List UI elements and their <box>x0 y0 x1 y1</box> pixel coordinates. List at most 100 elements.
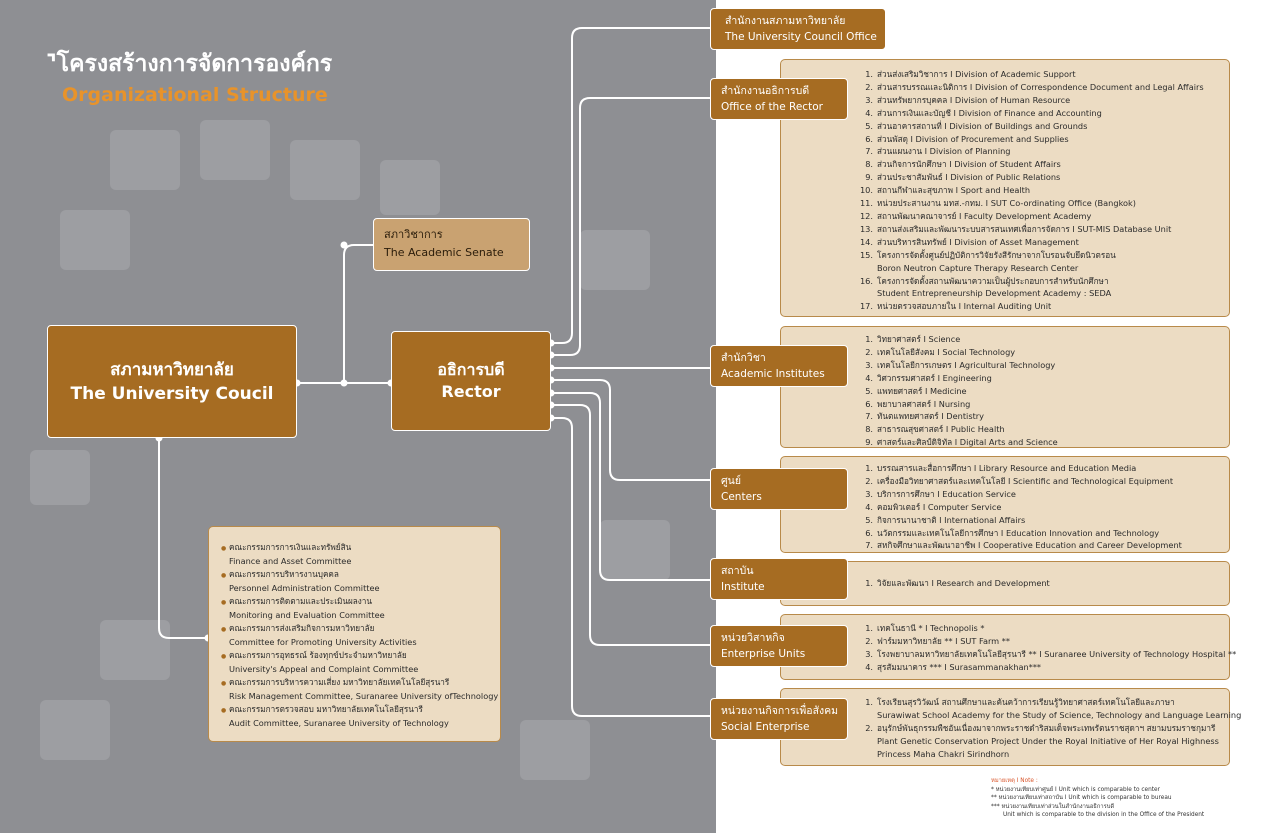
rector-thai-label: อธิการบดี <box>437 360 505 379</box>
list-item: 17.หน่วยตรวจสอบภายใน I Internal Auditing… <box>859 300 1229 313</box>
institute-link <box>551 392 710 581</box>
rector-box: อธิการบดี Rector <box>391 331 551 431</box>
institute-box: สถาบัน Institute <box>710 558 848 600</box>
social-english-label: Social Enterprise <box>721 721 810 733</box>
list-item: 2.เทคโนโลยีสังคม I Social Technology <box>859 346 1229 359</box>
list-item: 3.เทคโนโลยีการเกษตร I Agricultural Techn… <box>859 359 1229 372</box>
senate-link <box>343 244 373 383</box>
item-text: บรรณสารและสื่อการศึกษา I Library Resourc… <box>877 463 1137 473</box>
item-text: ส่วนกิจการนักศึกษา I Division of Student… <box>877 159 1061 170</box>
social-thai-label: หน่วยงานกิจการเพื่อสังคม <box>721 705 839 717</box>
enterprise-box: หน่วยวิสาหกิจ Enterprise Units <box>710 625 848 667</box>
item-text: แพทยศาสตร์ I Medicine <box>877 385 967 396</box>
item-subtext: Surawiwat School Academy for the Study o… <box>877 709 1242 720</box>
list-item: 2.เครื่องมือวิทยาศาสตร์และเทคโนโลยี I Sc… <box>859 475 1229 488</box>
institute-list: 1.วิจัยและพัฒนา I Research and Developme… <box>780 561 1230 606</box>
item-text: วิศวกรรมศาสตร์ I Engineering <box>877 372 992 383</box>
item-text: โครงการจัดตั้งศูนย์ปฏิบัติการวิจัยรังสีร… <box>877 249 1116 260</box>
item-number: 5. <box>865 514 873 525</box>
list-item: 3.โรงพยาบาลมหาวิทยาลัยเทคโนโลยีสุรนารี *… <box>859 648 1236 661</box>
item-number: 1. <box>865 697 873 707</box>
list-item: 1.เทคโนธานี * I Technopolis * <box>859 622 1229 635</box>
item-text: สถานส่งเสริมและพัฒนาระบบสารสนเทศเพื่อการ… <box>877 223 1172 234</box>
item-text: สถานกีฬาและสุขภาพ I Sport and Health <box>877 185 1031 196</box>
committee-english: Finance and Asset Committee <box>229 556 352 566</box>
academic-institutes-box: สำนักวิชา Academic Institutes <box>710 345 848 387</box>
item-text: กิจการนานาชาติ I International Affairs <box>877 514 1026 525</box>
item-number: 3. <box>865 648 873 659</box>
item-text: พยาบาลศาสตร์ I Nursing <box>877 398 971 409</box>
item-number: 1. <box>865 463 873 473</box>
list-item: 7.ส่วนแผนงาน I Division of Planning <box>859 145 1229 158</box>
item-number: 1. <box>865 69 873 79</box>
item-number: 1. <box>865 578 873 588</box>
decor-petal <box>30 450 90 505</box>
office-rector-link <box>551 97 710 356</box>
council-office-english-label: The University Council Office <box>725 31 877 43</box>
item-text: สถานพัฒนาคณาจารย์ I Faculty Development … <box>877 210 1092 221</box>
footnote: หมายเหตุ I Note : * หน่วยงานเทียบเท่าศูน… <box>991 777 1204 820</box>
enterprise-thai-label: หน่วยวิสาหกิจ <box>721 632 785 644</box>
item-number: 8. <box>865 424 873 435</box>
list-item: 7.สหกิจศึกษาและพัฒนาอาชีพ I Cooperative … <box>859 539 1229 552</box>
centers-box: ศูนย์ Centers <box>710 468 848 510</box>
item-text: ส่วนส่งเสริมวิชาการ I Division of Academ… <box>877 69 1076 79</box>
item-number: 7. <box>865 146 873 157</box>
item-text: อนุรักษ์พันธุกรรมพืชอันเนื่องมาจากพระราช… <box>877 722 1216 733</box>
bullet-icon: ● <box>221 626 227 633</box>
list-item: 1.วิจัยและพัฒนา I Research and Developme… <box>859 577 1229 590</box>
decor-petal <box>600 520 670 580</box>
bullet-icon: ● <box>221 680 227 687</box>
list-item: 2.ส่วนสารบรรณและนิติการ I Division of Co… <box>859 81 1229 94</box>
item-subtext: Student Entrepreneurship Development Aca… <box>877 288 1112 299</box>
item-text: โครงการจัดตั้งสถานพัฒนาความเป็นผู้ประกอบ… <box>877 275 1109 286</box>
note-line: * หน่วยงานเทียบเท่าศูนย์ I Unit which is… <box>991 786 1161 793</box>
office-rector-box: สำนักงานอธิการบดี Office of the Rector <box>710 78 848 120</box>
council-thai-label: สภามหาวิทยาลัย <box>110 359 234 380</box>
item-text: บริการการศึกษา I Education Service <box>877 488 1016 499</box>
list-item: 4.วิศวกรรมศาสตร์ I Engineering <box>859 372 1229 385</box>
page-title-english: Organizational Structure <box>62 84 328 106</box>
item-text: หน่วยประสานงาน มทส.-กทม. I SUT Co-ordina… <box>877 198 1136 209</box>
list-item: 5. กิจการนานาชาติ I International Affairs <box>859 514 1229 527</box>
bullet-icon: ● <box>221 653 227 660</box>
rector-english-label: Rector <box>441 382 501 401</box>
council-office-link <box>551 27 710 344</box>
item-text: หน่วยตรวจสอบภายใน I Internal Auditing Un… <box>877 301 1052 312</box>
committee-thai: คณะกรรมการบริหารความเสี่ยง มหาวิทยาลัยเท… <box>229 677 450 687</box>
item-number: 2. <box>865 635 873 646</box>
list-item: 13.สถานส่งเสริมและพัฒนาระบบสารสนเทศเพื่อ… <box>859 223 1229 236</box>
senate-english-label: The Academic Senate <box>384 246 504 259</box>
list-item: 1.วิทยาศาสตร์ I Science <box>859 333 1229 346</box>
committee-english: Personnel Administration Committee <box>229 583 380 593</box>
item-number: 5. <box>865 385 873 396</box>
institute-thai-label: สถาบัน <box>721 565 754 577</box>
institute-items: 1.วิจัยและพัฒนา I Research and Developme… <box>859 577 1229 590</box>
decor-petal <box>40 700 110 760</box>
bullet-icon: ● <box>221 707 227 714</box>
item-text: ส่วนพัสดุ I Division of Procurement and … <box>877 133 1069 144</box>
list-item: 4.สุรสัมมนาคาร *** I Surasammanakhan*** <box>859 661 1229 674</box>
bullet-icon: ● <box>221 545 227 552</box>
item-subtext: Plant Genetic Conservation Project Under… <box>877 735 1219 746</box>
list-item: 3.ส่วนทรัพยากรบุคคล I Division of Human … <box>859 94 1229 107</box>
item-number: 6. <box>865 398 873 409</box>
item-text: เทคโนธานี * I Technopolis * <box>877 623 985 633</box>
note-title: หมายเหตุ I Note : <box>991 778 1038 784</box>
note-line: *** หน่วยงานเทียบเท่าส่วนในสำนักงานอธิกา… <box>991 803 1115 810</box>
item-number: 11. <box>859 198 873 209</box>
committee-thai: คณะกรรมการบริหารงานบุคคล <box>229 569 339 579</box>
item-text: ส่วนทรัพยากรบุคคล I Division of Human Re… <box>877 94 1071 105</box>
council-office-box: สำนักงานสภามหาวิทยาลัย The University Co… <box>710 8 886 50</box>
committee-english: Committee for Promoting University Activ… <box>229 637 417 647</box>
list-item: 9.ส่วนประชาสัมพันธ์ I Division of Public… <box>859 171 1229 184</box>
office-rector-items: 1. ส่วนส่งเสริมวิชาการ I Division of Acad… <box>859 68 1229 313</box>
centers-thai-label: ศูนย์ <box>721 475 741 487</box>
item-number: 2. <box>865 81 873 92</box>
item-text: ศาสตร์และศิลป์ดิจิทัล I Digital Arts and… <box>877 437 1058 448</box>
item-number: 8. <box>865 159 873 170</box>
page-title-thai: ⌝โครงสร้างการจัดการองค์กร <box>46 51 333 77</box>
centers-items: 1. บรรณสารและสื่อการศึกษา I Library Resou… <box>859 462 1229 552</box>
